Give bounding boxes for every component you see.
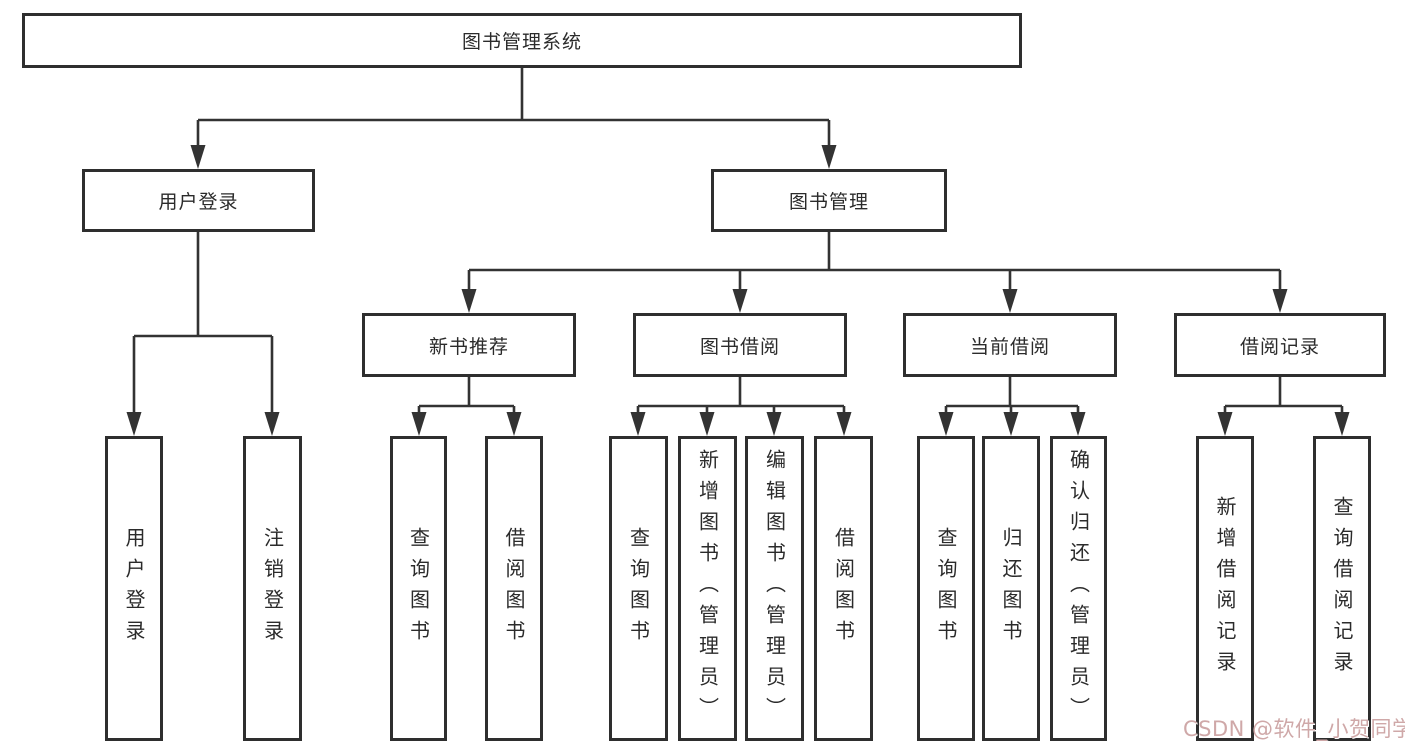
leaf-query-books-borrow: 查询图书: [609, 436, 668, 741]
leaf-borrow-books-recommend: 借阅图书: [485, 436, 543, 741]
node-root-system: 图书管理系统: [22, 13, 1022, 68]
node-borrowing-records: 借阅记录: [1174, 313, 1386, 377]
leaf-edit-books-admin: 编辑图书（管理员）: [745, 436, 804, 741]
leaf-query-books-recommend: 查询图书: [390, 436, 447, 741]
node-new-book-recommendation: 新书推荐: [362, 313, 576, 377]
leaf-return-books: 归还图书: [982, 436, 1040, 741]
leaf-add-borrow-record: 新增借阅记录: [1196, 436, 1254, 741]
node-user-login: 用户登录: [82, 169, 315, 232]
leaf-add-books-admin: 新增图书（管理员）: [678, 436, 737, 741]
leaf-borrow-books: 借阅图书: [814, 436, 873, 741]
leaf-confirm-return-admin: 确认归还（管理员）: [1050, 436, 1107, 741]
node-book-borrowing: 图书借阅: [633, 313, 847, 377]
leaf-logout: 注销登录: [243, 436, 302, 741]
leaf-query-books-current: 查询图书: [917, 436, 975, 741]
node-book-management: 图书管理: [711, 169, 947, 232]
leaf-query-borrow-record: 查询借阅记录: [1313, 436, 1371, 741]
leaf-user-login: 用户登录: [105, 436, 163, 741]
node-current-borrowing: 当前借阅: [903, 313, 1117, 377]
csdn-watermark: CSDN @软件_小贺同学: [1183, 717, 1405, 741]
